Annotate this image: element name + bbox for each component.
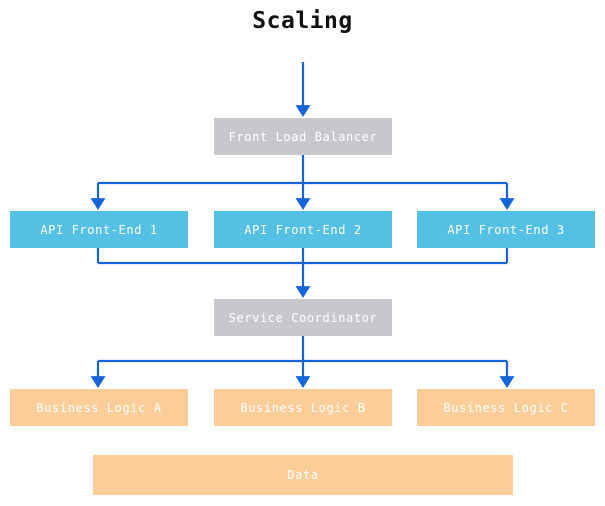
node-label: API Front-End 1	[40, 222, 158, 237]
node-api-front-end-3[interactable]: API Front-End 3	[417, 211, 595, 248]
node-service-coordinator[interactable]: Service Coordinator	[214, 299, 392, 336]
node-label: API Front-End 2	[244, 222, 362, 237]
node-label: Business Logic B	[240, 400, 366, 415]
node-business-logic-c[interactable]: Business Logic C	[417, 389, 595, 426]
node-api-front-end-1[interactable]: API Front-End 1	[10, 211, 188, 248]
node-data[interactable]: Data	[93, 455, 513, 495]
diagram-title: Scaling	[252, 8, 353, 34]
node-label: Business Logic A	[36, 400, 162, 415]
node-label: API Front-End 3	[447, 222, 565, 237]
node-label: Business Logic C	[443, 400, 569, 415]
node-front-load-balancer[interactable]: Front Load Balancer	[214, 118, 392, 155]
node-business-logic-b[interactable]: Business Logic B	[214, 389, 392, 426]
node-label: Data	[287, 468, 319, 482]
node-label: Front Load Balancer	[228, 129, 378, 144]
node-business-logic-a[interactable]: Business Logic A	[10, 389, 188, 426]
node-label: Service Coordinator	[228, 310, 378, 325]
node-api-front-end-2[interactable]: API Front-End 2	[214, 211, 392, 248]
